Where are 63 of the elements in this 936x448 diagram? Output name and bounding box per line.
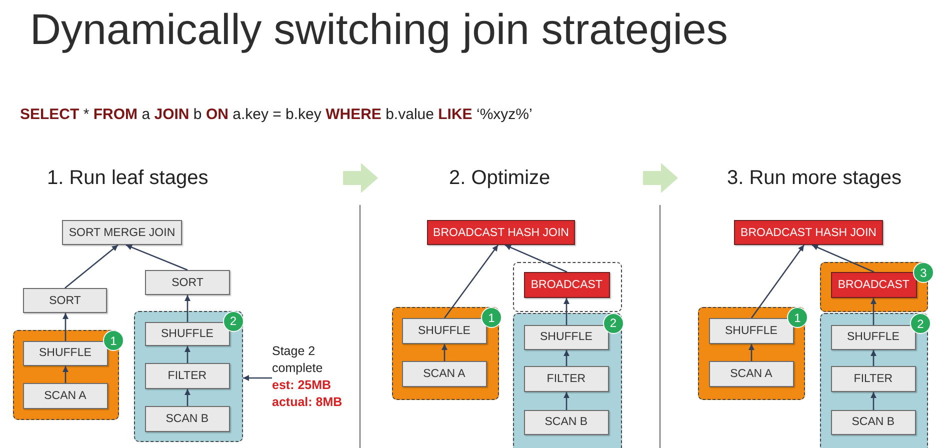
- operator-box: SHUFFLE: [708, 318, 794, 344]
- stage-container: [698, 307, 805, 400]
- arrow: [504, 244, 568, 273]
- operator-box: SCAN B: [830, 410, 916, 435]
- stage-container: [820, 313, 928, 448]
- operator-box: SCAN A: [22, 382, 108, 409]
- arrow: [243, 375, 272, 381]
- operator-box: SHUFFLE: [524, 324, 609, 350]
- stage-container: [513, 313, 622, 448]
- stage-number-badge: 2: [602, 312, 624, 334]
- stage-number-badge: 1: [103, 330, 124, 351]
- arrow: [64, 244, 118, 288]
- arrow: [444, 244, 499, 318]
- operator-box: BROADCAST HASH JOIN: [427, 220, 575, 245]
- arrow: [870, 392, 876, 410]
- stage-note-text: Stage 2 complete: [272, 343, 324, 377]
- stage-number-badge: 3: [913, 262, 934, 283]
- operator-box: SORT: [145, 270, 230, 295]
- stage-container: [13, 330, 119, 420]
- arrow: [126, 244, 188, 271]
- operator-box: FILTER: [524, 366, 609, 392]
- arrow: [564, 392, 570, 410]
- arrow: [750, 244, 805, 318]
- arrow: [184, 295, 190, 322]
- operator-box: SHUFFLE: [402, 318, 487, 344]
- operator-box: FILTER: [144, 362, 230, 389]
- step-heading: 1. Run leaf stages: [47, 166, 208, 190]
- operator-box: BROADCAST: [524, 272, 610, 298]
- stage-number-badge: 2: [222, 310, 244, 332]
- arrow: [748, 344, 754, 361]
- arrow: [870, 298, 876, 325]
- arrow: [184, 346, 190, 363]
- operator-box: SCAN B: [144, 406, 230, 432]
- operator-box: SCAN B: [524, 410, 609, 435]
- operator-box: BROADCAST HASH JOIN: [734, 220, 883, 245]
- stage-container: [134, 311, 243, 442]
- arrow: [62, 366, 68, 383]
- operator-box: SORT: [23, 288, 107, 313]
- step-heading: 3. Run more stages: [727, 166, 902, 190]
- operator-box: FILTER: [830, 366, 916, 392]
- slide-title: Dynamically switching join strategies: [30, 6, 728, 55]
- arrow: [442, 344, 448, 361]
- stage-number-badge: 2: [910, 313, 931, 334]
- operator-box: BROADCAST: [830, 272, 917, 298]
- stage-container: [392, 307, 499, 400]
- step-heading: 2. Optimize: [449, 166, 550, 190]
- stage-container: [820, 262, 928, 312]
- operator-box: SCAN A: [708, 360, 794, 387]
- operator-box: SHUFFLE: [144, 322, 230, 346]
- arrow: [870, 350, 876, 366]
- operator-box: SORT MERGE JOIN: [62, 220, 182, 245]
- arrow: [62, 313, 68, 341]
- operator-box: SHUFFLE: [830, 324, 916, 350]
- size-estimate-text: actual: 8MB: [272, 394, 344, 411]
- arrow: [184, 389, 190, 406]
- arrow: [564, 298, 570, 325]
- stage-container: [513, 262, 622, 312]
- arrow: [812, 244, 874, 273]
- operator-box: SCAN A: [402, 360, 487, 387]
- size-estimate-text: est: 25MB: [272, 377, 332, 394]
- arrow: [564, 350, 570, 366]
- operator-box: SHUFFLE: [22, 340, 108, 366]
- sql-query-text: SELECT* FROM a JOIN b ON a.key = b.key WHERE b.value LIKE ‘%xyz%’: [20, 106, 532, 123]
